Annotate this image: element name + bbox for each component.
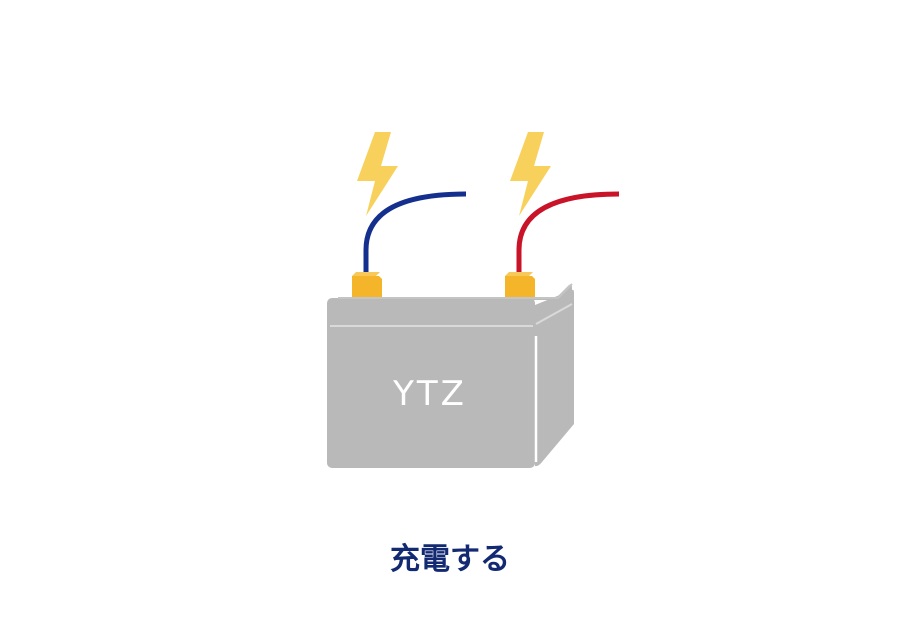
battery-front: [327, 298, 535, 468]
battery: [327, 283, 574, 468]
lightning-bolt-icon-left: [357, 132, 398, 216]
lightning-bolt-icon-right: [510, 132, 551, 216]
positive-terminal: [505, 272, 535, 297]
negative-terminal: [352, 272, 382, 297]
caption-charge: 充電する: [390, 542, 510, 577]
positive-cable: [516, 191, 620, 276]
negative-cable: [363, 191, 467, 276]
battery-side: [535, 289, 574, 467]
battery-model-label: YTZ: [393, 374, 467, 414]
